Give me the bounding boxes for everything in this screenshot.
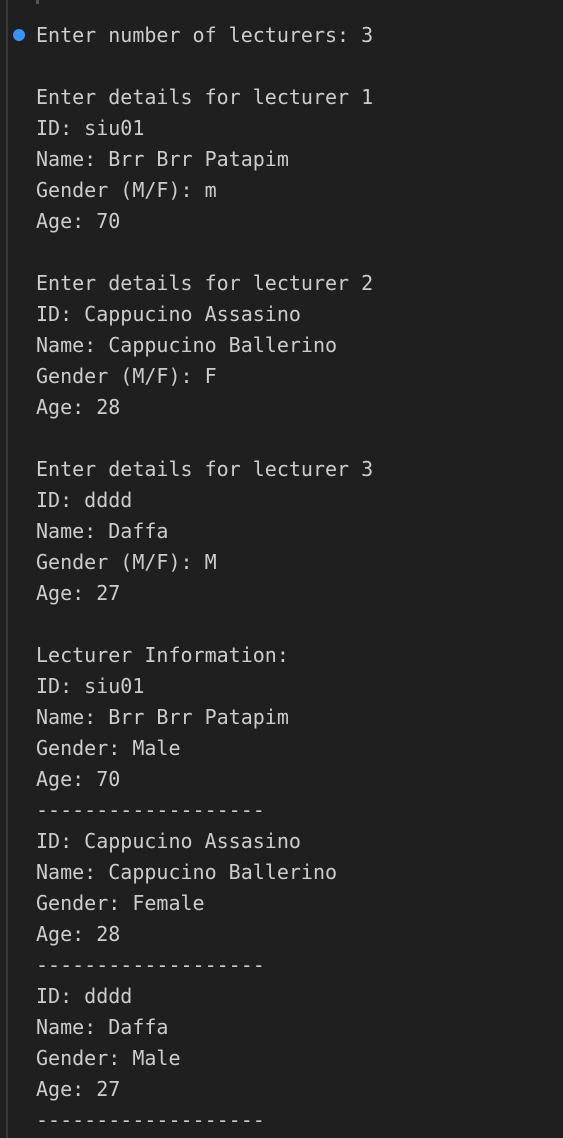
command-decoration-icon[interactable]: [13, 29, 25, 41]
scroll-edge-marker: [36, 0, 39, 4]
gutter-line: [6, 0, 8, 1138]
terminal-line: Name: Daffa: [36, 519, 169, 543]
terminal-line: -------------------: [36, 1108, 265, 1132]
terminal-lines: Enter number of lecturers: 3 Enter detail…: [36, 20, 373, 1136]
terminal-line: ID: siu01: [36, 116, 145, 140]
terminal-line: Enter details for lecturer 2: [36, 271, 374, 295]
terminal-line: Name: Daffa: [36, 1015, 169, 1039]
terminal-line: Enter details for lecturer 1: [36, 85, 374, 109]
terminal-line: ID: Cappucino Assasino: [36, 302, 301, 326]
terminal-line: -------------------: [36, 953, 265, 977]
terminal-line: ID: siu01: [36, 674, 145, 698]
terminal-line: Age: 27: [36, 581, 121, 605]
terminal-line: Age: 70: [36, 767, 121, 791]
terminal-line: Enter details for lecturer 3: [36, 457, 374, 481]
terminal-line: Age: 70: [36, 209, 121, 233]
terminal-line: [36, 51, 373, 82]
terminal-line: Gender (M/F): F: [36, 364, 217, 388]
terminal-line: Gender: Male: [36, 1046, 181, 1070]
terminal-line: Age: 28: [36, 395, 121, 419]
terminal-line: Lecturer Information:: [36, 643, 289, 667]
terminal-line: Gender (M/F): m: [36, 178, 217, 202]
terminal-line: Name: Cappucino Ballerino: [36, 860, 338, 884]
terminal-line: [36, 423, 373, 454]
terminal-line: [36, 609, 373, 640]
terminal-line: Gender: Male: [36, 736, 181, 760]
terminal-line: Gender (M/F): M: [36, 550, 217, 574]
terminal-line: ID: dddd: [36, 984, 133, 1008]
terminal-line: Gender: Female: [36, 891, 205, 915]
terminal-line: Name: Cappucino Ballerino: [36, 333, 338, 357]
terminal-line: Name: Brr Brr Patapim: [36, 147, 289, 171]
terminal-line: Age: 27: [36, 1077, 121, 1101]
terminal-line: Enter number of lecturers: 3: [36, 23, 374, 47]
terminal-line: Age: 28: [36, 922, 121, 946]
terminal-line: -------------------: [36, 798, 265, 822]
terminal-line: Name: Brr Brr Patapim: [36, 705, 289, 729]
terminal-line: [36, 237, 373, 268]
terminal-line: ID: Cappucino Assasino: [36, 829, 301, 853]
terminal-line: ID: dddd: [36, 488, 133, 512]
